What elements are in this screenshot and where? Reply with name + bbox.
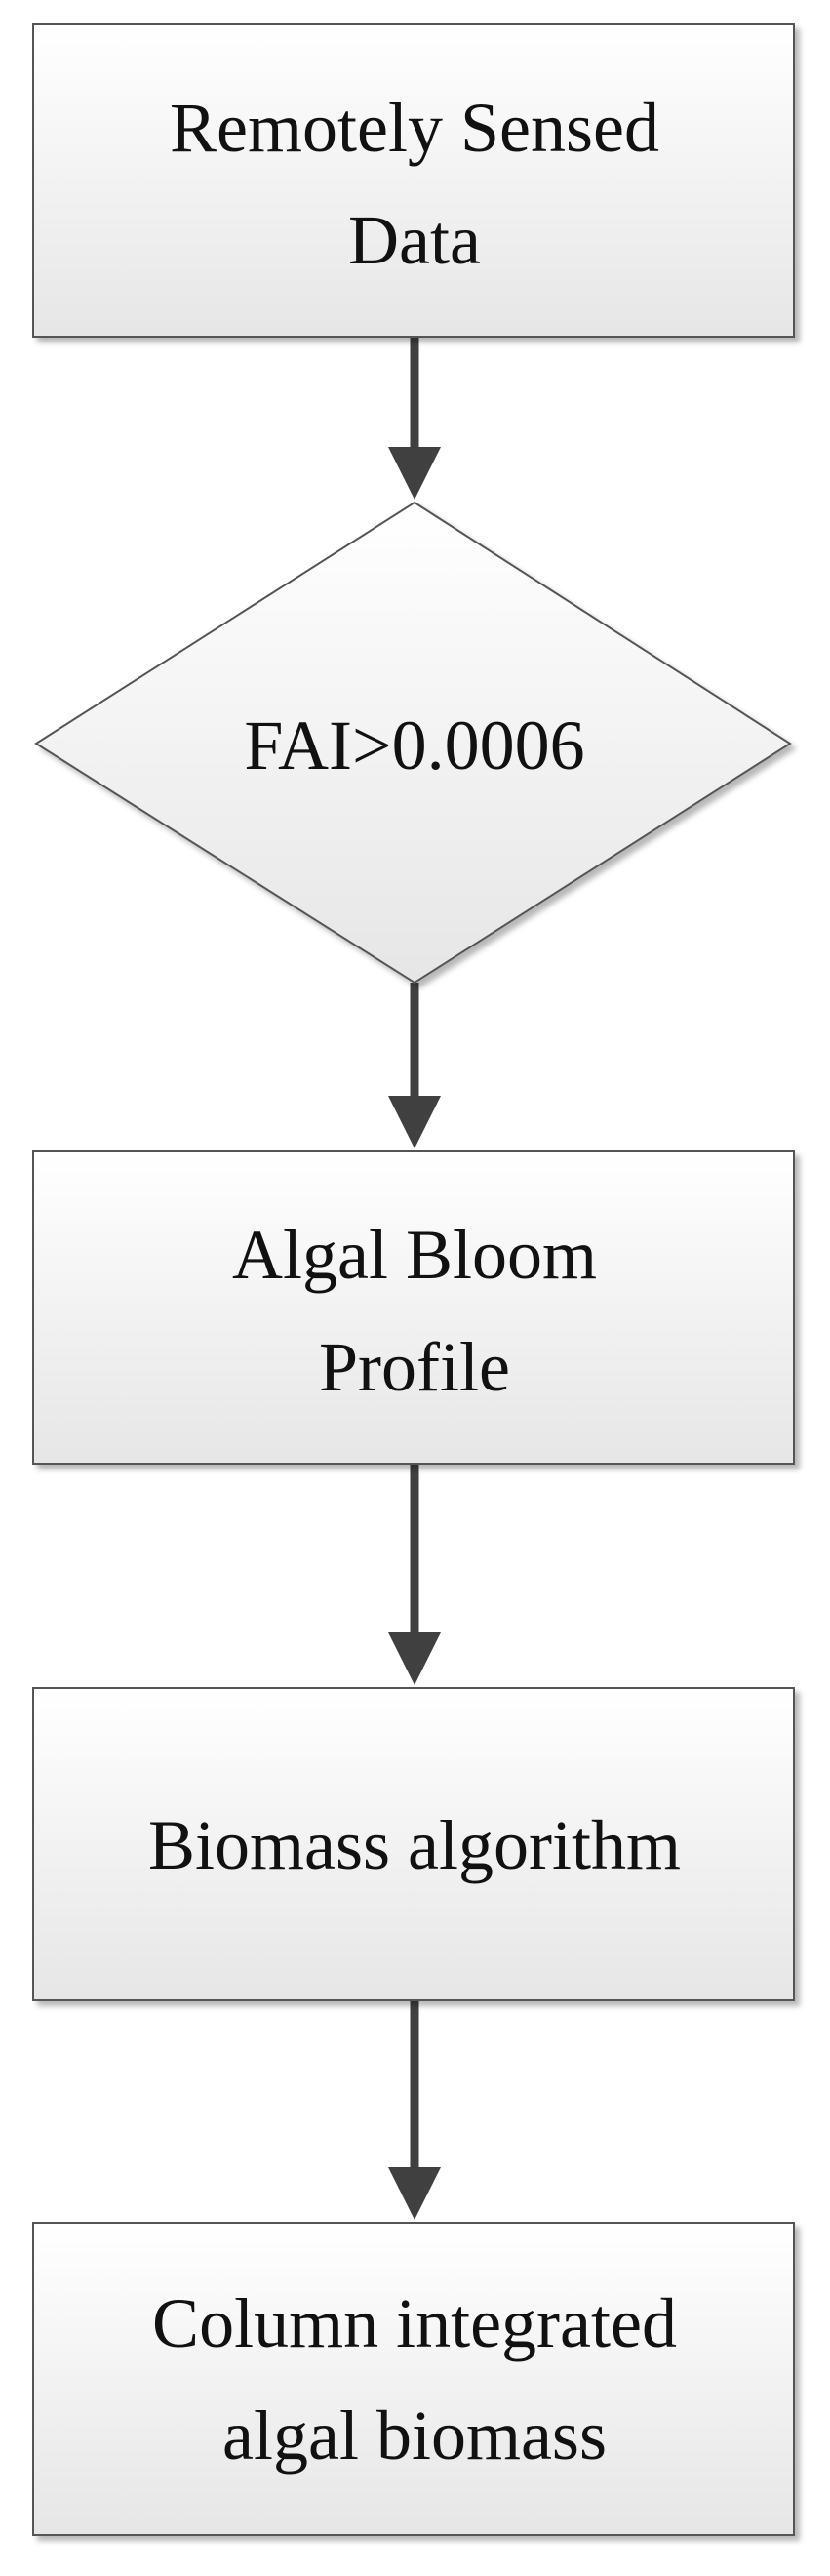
node-label-line: Profile [319, 1328, 510, 1406]
node-label-line: Remotely Sensed [170, 89, 659, 167]
node-label-line: Biomass algorithm [148, 1806, 681, 1884]
node-label-line: Algal Bloom [232, 1216, 597, 1294]
node-label-line: algal biomass [222, 2396, 607, 2475]
arrow-algorithm-to-biomass [388, 2000, 441, 2220]
arrow-profile-to-algorithm [388, 1464, 441, 1685]
edges [388, 337, 441, 2220]
node-label-line: FAI>0.0006 [244, 706, 584, 785]
node-column-integrated-algal-biomass: Column integrated algal biomass [32, 2222, 795, 2536]
node-remotely-sensed-data: Remotely Sensed Data [32, 23, 795, 338]
node-label-line: Column integrated [152, 2284, 677, 2362]
node-label-line: Data [348, 201, 481, 279]
arrow-fai-to-profile [388, 983, 441, 1148]
arrow-data-to-fai [388, 337, 441, 500]
node-algal-bloom-profile: Algal Bloom Profile [32, 1150, 795, 1465]
node-fai-threshold: FAI>0.0006 [34, 501, 792, 985]
node-biomass-algorithm: Biomass algorithm [32, 1687, 795, 2001]
